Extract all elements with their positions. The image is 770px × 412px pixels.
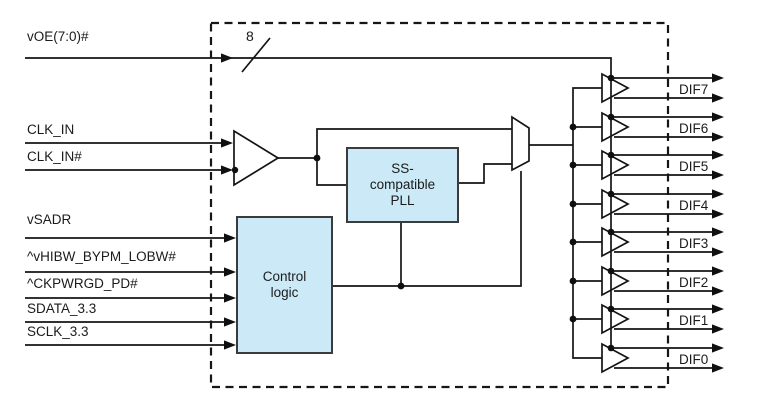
dif5-output-lines <box>611 154 714 176</box>
dif3-true-arrowhead <box>712 227 724 237</box>
ckpwrgd-arrowhead <box>224 293 236 303</box>
dif1-output-lines <box>611 308 714 330</box>
control-logic-box <box>236 216 333 354</box>
pll-label-line3: PLL <box>390 193 415 208</box>
dif3-comp-arrowhead <box>712 247 724 257</box>
dif7-output-lines <box>611 77 714 99</box>
dif4-comp-arrowhead <box>712 209 724 219</box>
voe-tap-dot <box>607 228 615 236</box>
control-label-line2: logic <box>270 285 299 300</box>
pll-label-line1: SS- <box>391 161 414 176</box>
sdata-arrowhead <box>224 317 236 327</box>
hibw-arrowhead <box>224 267 236 277</box>
voe-tap-dot <box>607 267 615 275</box>
control-label-line1: Control <box>262 269 307 284</box>
output-buffer-dif7 <box>601 72 630 104</box>
input-label-vsadr: vSADR <box>27 212 72 227</box>
voe-enable-bus-line <box>25 57 612 348</box>
control-pll-junction-dot <box>397 282 405 290</box>
output-buffer-dif5 <box>601 149 630 181</box>
dif1-true-arrowhead <box>712 304 724 314</box>
output-buffer-dif3 <box>601 226 630 258</box>
clock-input-buffer-triangle <box>233 129 280 187</box>
output-label-dif1: DIF1 <box>679 313 709 328</box>
dif4-output-lines <box>611 193 714 215</box>
pll-box <box>346 147 459 223</box>
dif6-true-arrowhead <box>712 112 724 122</box>
bus-junction-dot <box>569 238 577 246</box>
bus-junction-dot <box>569 123 577 131</box>
dif5-true-arrowhead <box>712 150 724 160</box>
dif6-comp-arrowhead <box>712 132 724 142</box>
input-label-sclk: SCLK_3.3 <box>27 324 89 339</box>
vsadr-arrowhead <box>224 233 236 243</box>
dif0-true-arrowhead <box>712 343 724 353</box>
dif1-comp-arrowhead <box>712 324 724 334</box>
bus-junction-dot <box>569 277 577 285</box>
input-label-clk-in-n: CLK_IN# <box>27 149 82 164</box>
pll-box-label: SS- compatible PLL <box>347 148 458 222</box>
dif2-comp-arrowhead <box>712 286 724 296</box>
pll-output-line <box>458 163 512 184</box>
dashed-chip-boundary <box>209 21 670 389</box>
dif2-output-lines <box>611 270 714 292</box>
voe-tap-dot <box>607 74 615 82</box>
output-label-dif6: DIF6 <box>679 121 709 136</box>
output-label-dif4: DIF4 <box>679 198 709 213</box>
output-label-dif7: DIF7 <box>679 82 709 97</box>
dif2-true-arrowhead <box>712 266 724 276</box>
output-label-dif5: DIF5 <box>679 159 709 174</box>
bus-width-slash <box>241 37 271 73</box>
output-buffer-dif6 <box>601 111 630 143</box>
dif5-comp-arrowhead <box>712 170 724 180</box>
bus-junction-dot <box>569 161 577 169</box>
dif7-comp-arrowhead <box>712 93 724 103</box>
clk-in-arrowhead <box>221 138 233 148</box>
dif0-comp-arrowhead <box>712 363 724 373</box>
voe-tap-dot <box>607 190 615 198</box>
dif4-true-arrowhead <box>712 189 724 199</box>
voe-tap-dot <box>607 305 615 313</box>
input-label-ckpwrgd-pd: ^CKPWRGD_PD# <box>27 276 138 291</box>
dif3-output-lines <box>611 231 714 253</box>
voe-tap-dot <box>607 113 615 121</box>
bus-width-label: 8 <box>246 28 254 44</box>
input-label-hibw-bypm-lobw: ^vHIBW_BYPM_LOBW# <box>27 249 176 264</box>
mux-select-line <box>332 171 522 287</box>
output-label-dif3: DIF3 <box>679 236 709 251</box>
output-buffer-dif1 <box>601 303 630 335</box>
output-label-dif0: DIF0 <box>679 352 709 367</box>
inverting-input-dot <box>231 166 239 174</box>
input-label-clk-in: CLK_IN <box>27 122 75 137</box>
input-label-sdata: SDATA_3.3 <box>27 301 97 316</box>
output-buffer-dif0 <box>601 342 630 374</box>
bus-junction-dot <box>569 200 577 208</box>
mux <box>511 115 530 172</box>
dif6-output-lines <box>611 116 714 138</box>
pll-label-line2: compatible <box>369 177 436 192</box>
bus-junction-dot <box>569 315 577 323</box>
output-buffer-dif2 <box>601 265 630 297</box>
voe-tap-dot <box>607 344 615 352</box>
clock-distribution-bus <box>572 87 602 359</box>
output-label-dif2: DIF2 <box>679 275 709 290</box>
clk-in-complement-arrowhead <box>221 165 233 175</box>
buffer-output-junction-dot <box>313 154 321 162</box>
output-buffer-dif4 <box>601 188 630 220</box>
sclk-arrowhead <box>224 340 236 350</box>
dif0-output-lines <box>611 347 714 369</box>
dif7-true-arrowhead <box>712 73 724 83</box>
input-label-voe: vOE(7:0)# <box>27 29 89 44</box>
control-logic-box-label: Control logic <box>237 217 332 353</box>
voe-tap-dot <box>607 151 615 159</box>
